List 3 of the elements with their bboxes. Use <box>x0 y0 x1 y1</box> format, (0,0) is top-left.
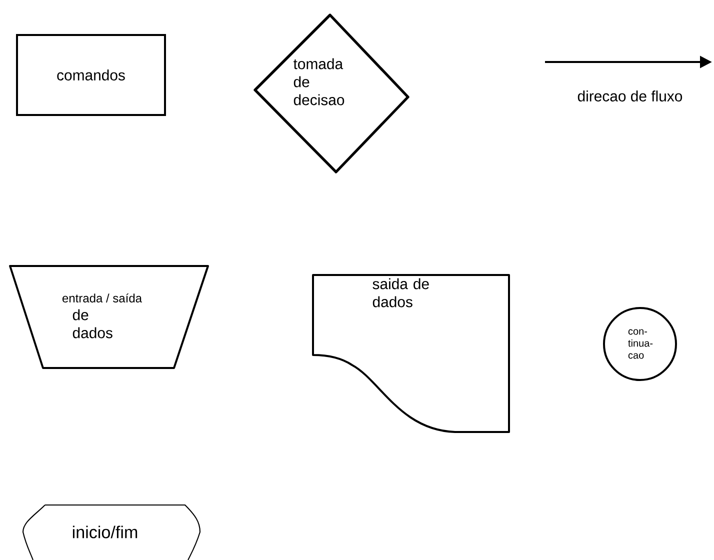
arrow-caption: direcao de fluxo <box>578 90 682 102</box>
process-box: comandos <box>16 34 166 116</box>
input-output-trapezoid: entrada / saída de dados <box>9 265 209 369</box>
